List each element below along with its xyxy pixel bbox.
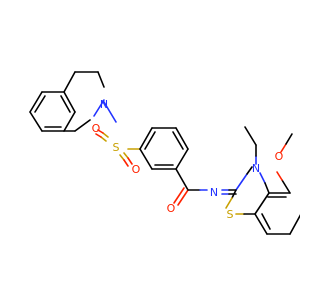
atom-n-isoquinoline: N [100, 98, 108, 111]
atom-o-carbonyl: O [167, 202, 176, 215]
benzothiazole-benzene-ring [254, 192, 300, 235]
atom-n-imine: N [210, 186, 218, 199]
atom-o-sulfonyl-up: O [92, 122, 101, 135]
atom-o-sulfonyl-down: O [132, 163, 141, 176]
atom-s-thiazole: S [227, 208, 234, 221]
methoxy-group [276, 133, 293, 194]
sulfonyl-group [95, 129, 141, 167]
central-benzene-ring [139, 127, 189, 170]
isoquinoline-saturated-ring [63, 71, 105, 132]
isoquinoline-benzene-ring [29, 91, 76, 132]
ethyl-group [244, 126, 257, 165]
atom-n-thiazole: N [252, 162, 260, 175]
structure-diagram: N O S O O N N S O [29, 71, 300, 235]
n-s-bond [103, 101, 117, 123]
atom-s-sulfonyl: S [113, 141, 120, 154]
atom-o-methoxy: O [275, 150, 284, 163]
molecule-canvas: N O S O O N N S O [29, 71, 300, 235]
thiazole-ring [225, 166, 270, 215]
amide-group [173, 168, 237, 206]
